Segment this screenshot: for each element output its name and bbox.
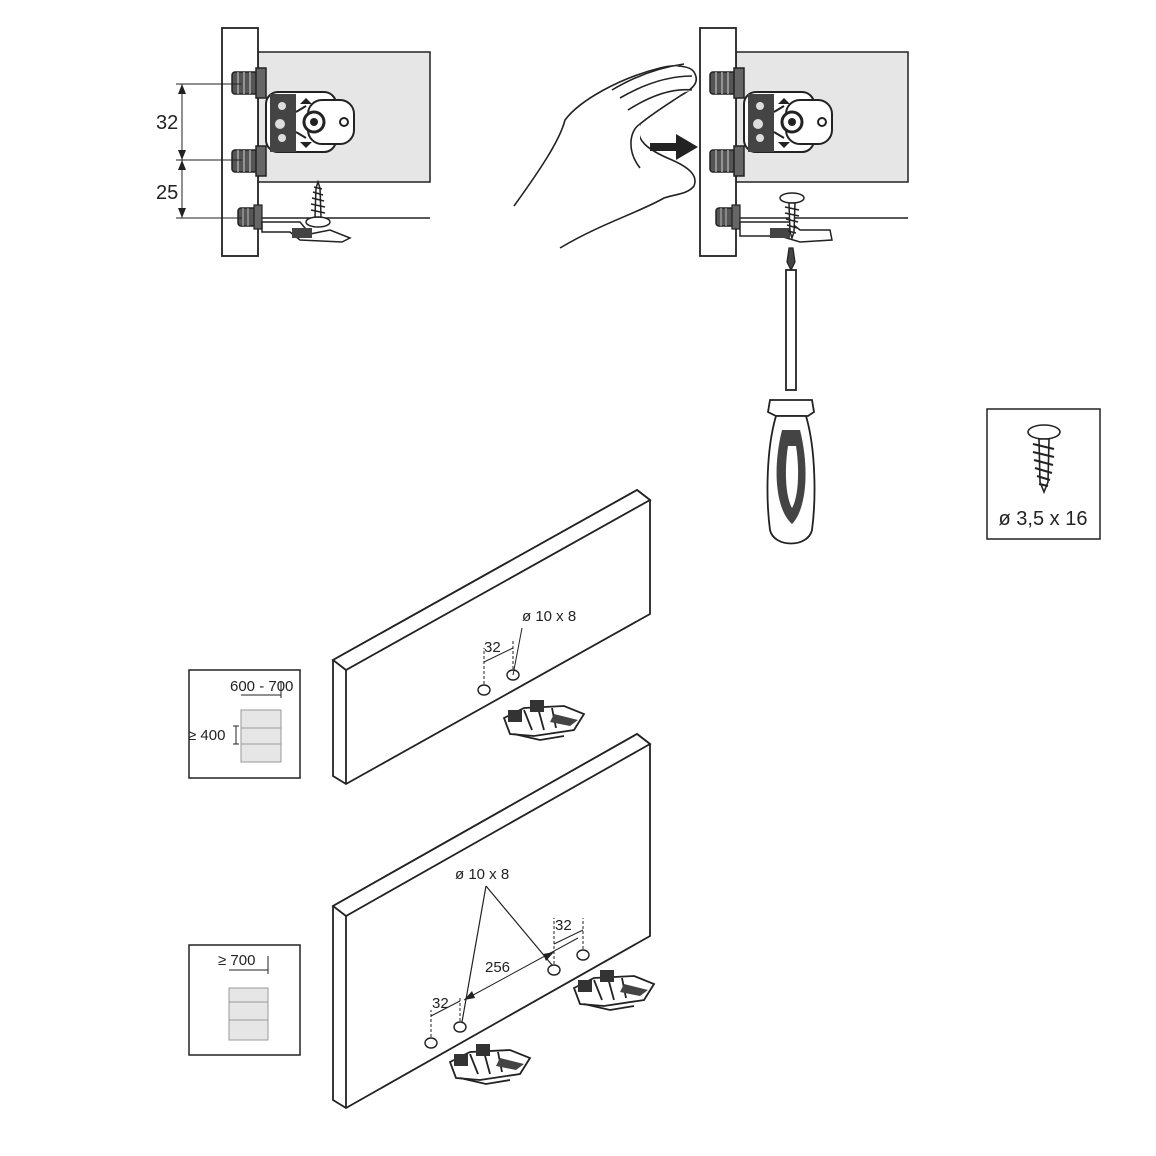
rail-dowel — [237, 204, 263, 230]
hole-spacing-left: 32 — [432, 995, 449, 1012]
hole-spacing-right: 32 — [555, 917, 572, 934]
screw-spec-box: ø 3,5 x 16 — [986, 408, 1101, 540]
legend-small: 600 - 700 ≥ 400 — [188, 669, 301, 779]
width-min-label: ≥ 700 — [218, 952, 255, 969]
drill-hole — [453, 1021, 467, 1033]
width-range-label: 600 - 700 — [230, 678, 293, 695]
center-distance: 256 — [485, 959, 510, 976]
front-fixing-clip — [449, 1043, 531, 1085]
upper-dowel — [709, 67, 745, 99]
drill-hole — [424, 1037, 438, 1049]
adjustment-bracket — [264, 90, 356, 154]
upper-dowel — [231, 67, 267, 99]
hand-icon — [513, 63, 698, 249]
hole-diameter-label: ø 10 x 8 — [455, 866, 509, 883]
front-panel-large: ø 10 x 8 256 32 32 — [331, 732, 655, 1110]
adjustment-bracket — [742, 90, 834, 154]
screw-icon — [1027, 424, 1061, 440]
top-right-detail — [513, 27, 909, 545]
legend-large: ≥ 700 — [188, 944, 301, 1056]
front-fixing-clip — [503, 699, 585, 741]
lower-dowel — [709, 145, 745, 177]
push-arrow-icon — [650, 134, 698, 160]
drill-hole — [477, 684, 491, 696]
rail-dowel — [715, 204, 741, 230]
lower-dowel — [231, 145, 267, 177]
height-min-label: ≥ 400 — [188, 727, 225, 744]
screw-spec-label: ø 3,5 x 16 — [999, 508, 1088, 530]
front-panel-small: 32 ø 10 x 8 — [331, 488, 652, 786]
screwdriver-icon — [766, 247, 816, 545]
dim-hole-spacing: 32 — [156, 112, 178, 134]
drill-hole — [576, 949, 590, 961]
dim-bottom-offset: 25 — [156, 182, 178, 204]
front-fixing-clip — [573, 969, 655, 1011]
drill-hole — [547, 964, 561, 976]
top-left-detail: 32 25 — [156, 27, 431, 257]
hole-spacing: 32 — [484, 639, 501, 656]
screw — [305, 181, 331, 228]
hole-diameter-label: ø 10 x 8 — [522, 608, 576, 625]
